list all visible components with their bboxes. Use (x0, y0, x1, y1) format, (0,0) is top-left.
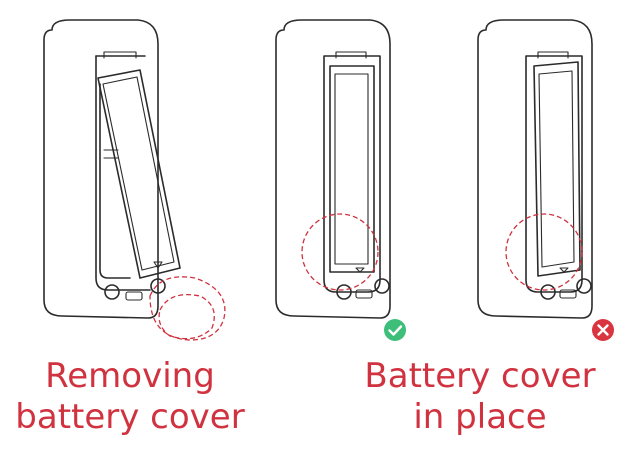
highlight-circle-dashed (506, 214, 582, 290)
caption-line: Battery cover (330, 356, 630, 397)
cross-circle-icon (592, 319, 614, 341)
caption-line: battery cover (0, 397, 260, 438)
device-removing-cover (44, 20, 225, 340)
caption-line: Removing (0, 356, 260, 397)
caption-cover-in-place: Battery cover in place (330, 356, 630, 438)
device-cover-correct (276, 20, 390, 318)
highlight-circle-dashed (302, 214, 378, 290)
device-cover-incorrect (478, 20, 592, 318)
caption-line: in place (330, 397, 630, 438)
caption-removing-cover: Removing battery cover (0, 356, 260, 438)
check-circle-icon (384, 319, 406, 341)
